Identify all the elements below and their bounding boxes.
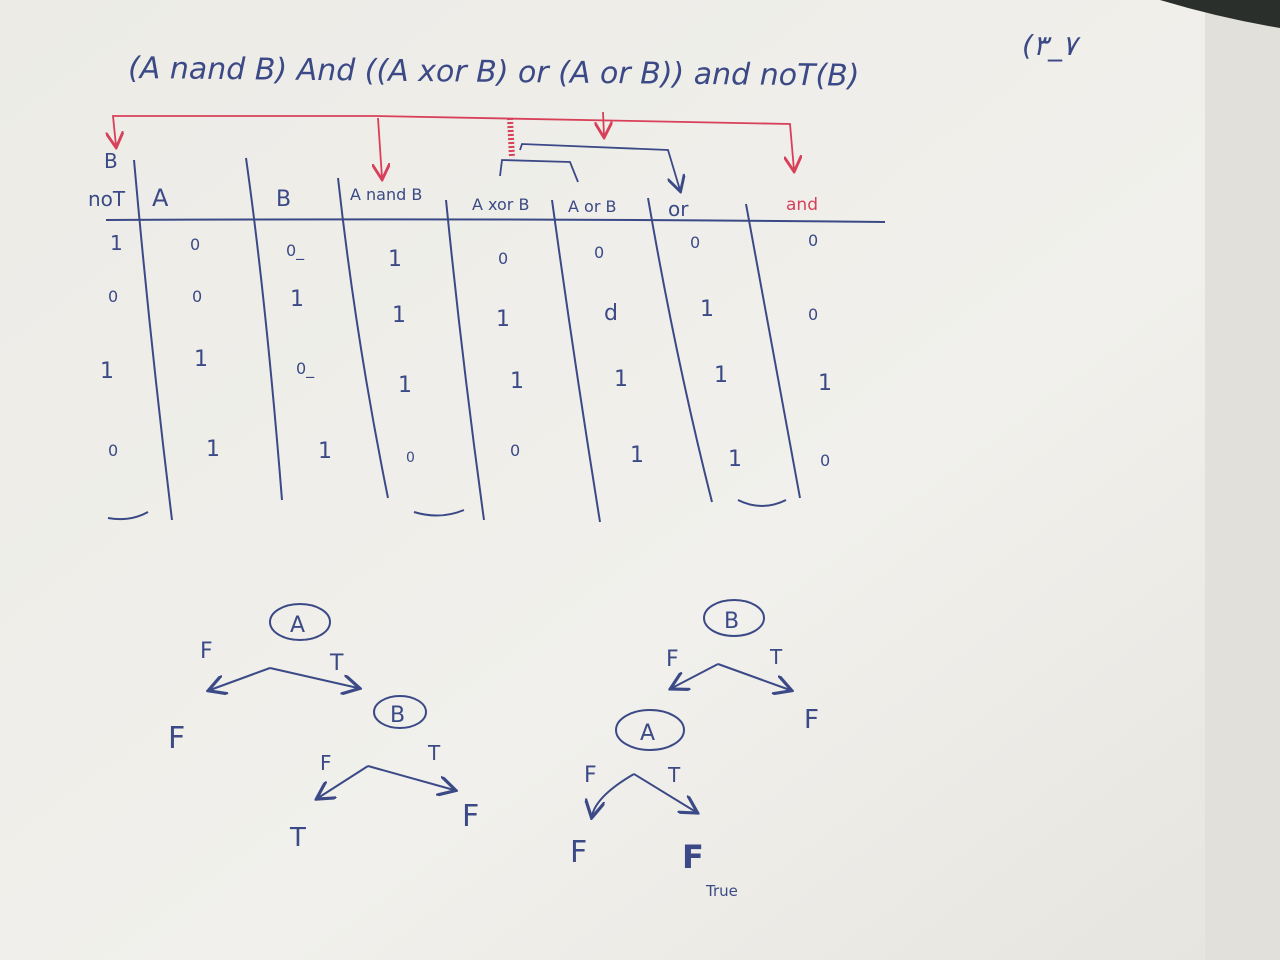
tree-edge-false-label: F [666, 647, 679, 672]
header-not: noT [88, 187, 126, 211]
header-b-top: B [104, 149, 118, 173]
table-row: 1 0 0_ 1 0 0 0 0 [110, 231, 818, 272]
tree-node-b [703, 599, 765, 637]
tree-edge-false [210, 667, 271, 690]
tree-node-a [615, 709, 685, 751]
expression-text: (A nand B) And ((A xor B) or (A or B)) a… [128, 51, 860, 94]
tree-leaf-true: F [462, 799, 479, 834]
tree-node-b-label: B [724, 609, 739, 634]
cell-r2-a: 0 [192, 287, 202, 306]
tree-edge-true-label: T [769, 645, 783, 669]
table-headers: B noT A B A nand B A xor B A or B or and [88, 149, 818, 221]
cell-r2-and: 0 [808, 305, 818, 324]
tree-node-b [373, 695, 427, 729]
tree-leaf-true: F [804, 705, 819, 735]
cell-r2-not: 0 [108, 287, 118, 306]
page-edge-right [1205, 0, 1280, 960]
tree-edge-false [592, 773, 635, 816]
header-and: and [786, 195, 818, 215]
tree-node-b-label: B [390, 703, 405, 728]
cell-r1-nand: 1 [388, 247, 402, 272]
cell-r3-xor: 1 [510, 369, 524, 394]
tree-edge-true [633, 773, 696, 812]
cell-r3-nand: 1 [398, 373, 412, 398]
cell-r2-nand: 1 [392, 303, 406, 328]
cell-r1-b: 0_ [286, 241, 305, 261]
table-row: 0 0 1 1 1 d 1 0 [108, 287, 818, 332]
cell-r4-not: 0 [108, 441, 118, 460]
cell-r1-not: 1 [110, 231, 123, 255]
cell-r3-a: 1 [194, 347, 208, 372]
cell-r3-or-ab: 1 [614, 367, 628, 392]
dark-corner [1160, 0, 1280, 28]
tree-leaf-false: F [570, 835, 587, 870]
header-b: B [276, 187, 291, 212]
tree-leaf-false: T [289, 823, 306, 853]
tree-edge-false-label: F [320, 751, 332, 775]
cell-r4-b: 1 [318, 439, 332, 464]
cell-r1-a: 0 [190, 235, 200, 254]
problem-number: (۳_۷ [1022, 29, 1081, 62]
cell-r4-and: 0 [820, 451, 830, 470]
header-a-or-b: A or B [568, 197, 616, 216]
tree-node-a [269, 603, 331, 641]
tree-node-a-label: A [640, 721, 655, 746]
cell-r1-or-ab: 0 [594, 243, 604, 262]
decision-tree-left: A F T F B F T T F [168, 603, 479, 853]
cell-r3-and: 1 [818, 371, 832, 396]
cell-r4-a: 1 [206, 437, 220, 462]
cell-r3-b: 0_ [296, 359, 315, 379]
cell-r1-xor: 0 [498, 249, 508, 268]
tree-edge-false-label: F [200, 639, 213, 664]
cell-r3-or: 1 [714, 363, 728, 388]
header-a-xor-b: A xor B [472, 195, 529, 214]
cell-r4-or: 1 [728, 447, 742, 472]
table-row: 0 1 1 0 0 1 1 0 [108, 437, 830, 472]
cell-r4-nand: 0 [406, 450, 415, 466]
cell-r2-or-ab: d [604, 301, 618, 326]
tree-edge-true-label: T [427, 741, 441, 765]
tree-edge-true [717, 663, 790, 690]
tree-edge-true-label: T [667, 763, 681, 787]
decision-tree-right: B F T F A F T F F True [570, 599, 819, 900]
tree-note: True [705, 882, 738, 900]
cell-r2-b: 1 [290, 287, 304, 312]
cell-r3-not: 1 [100, 359, 114, 384]
header-a-nand-b: A nand B [350, 185, 422, 204]
tree-edge-true-label: T [329, 651, 344, 676]
tree-leaf-false: F [168, 721, 185, 756]
cell-r2-or: 1 [700, 297, 714, 322]
tree-edge-true [269, 667, 358, 688]
column-arrows [113, 111, 794, 190]
tree-edge-false [318, 765, 369, 798]
tree-leaf-true: F [682, 838, 704, 876]
table-row: 1 1 0_ 1 1 1 1 1 [100, 347, 832, 398]
cell-r1-and: 0 [808, 231, 818, 250]
cell-r4-xor: 0 [510, 441, 520, 460]
tree-edge-false [672, 663, 719, 688]
header-a: A [152, 184, 169, 212]
cell-r4-or-ab: 1 [630, 443, 644, 468]
cell-r1-or: 0 [690, 233, 700, 252]
tree-node-a-label: A [290, 613, 305, 638]
tree-edge-false-label: F [584, 763, 597, 788]
tree-edge-true [367, 765, 454, 790]
header-or: or [668, 197, 689, 221]
cell-r2-xor: 1 [496, 307, 510, 332]
table-grid [105, 157, 886, 523]
